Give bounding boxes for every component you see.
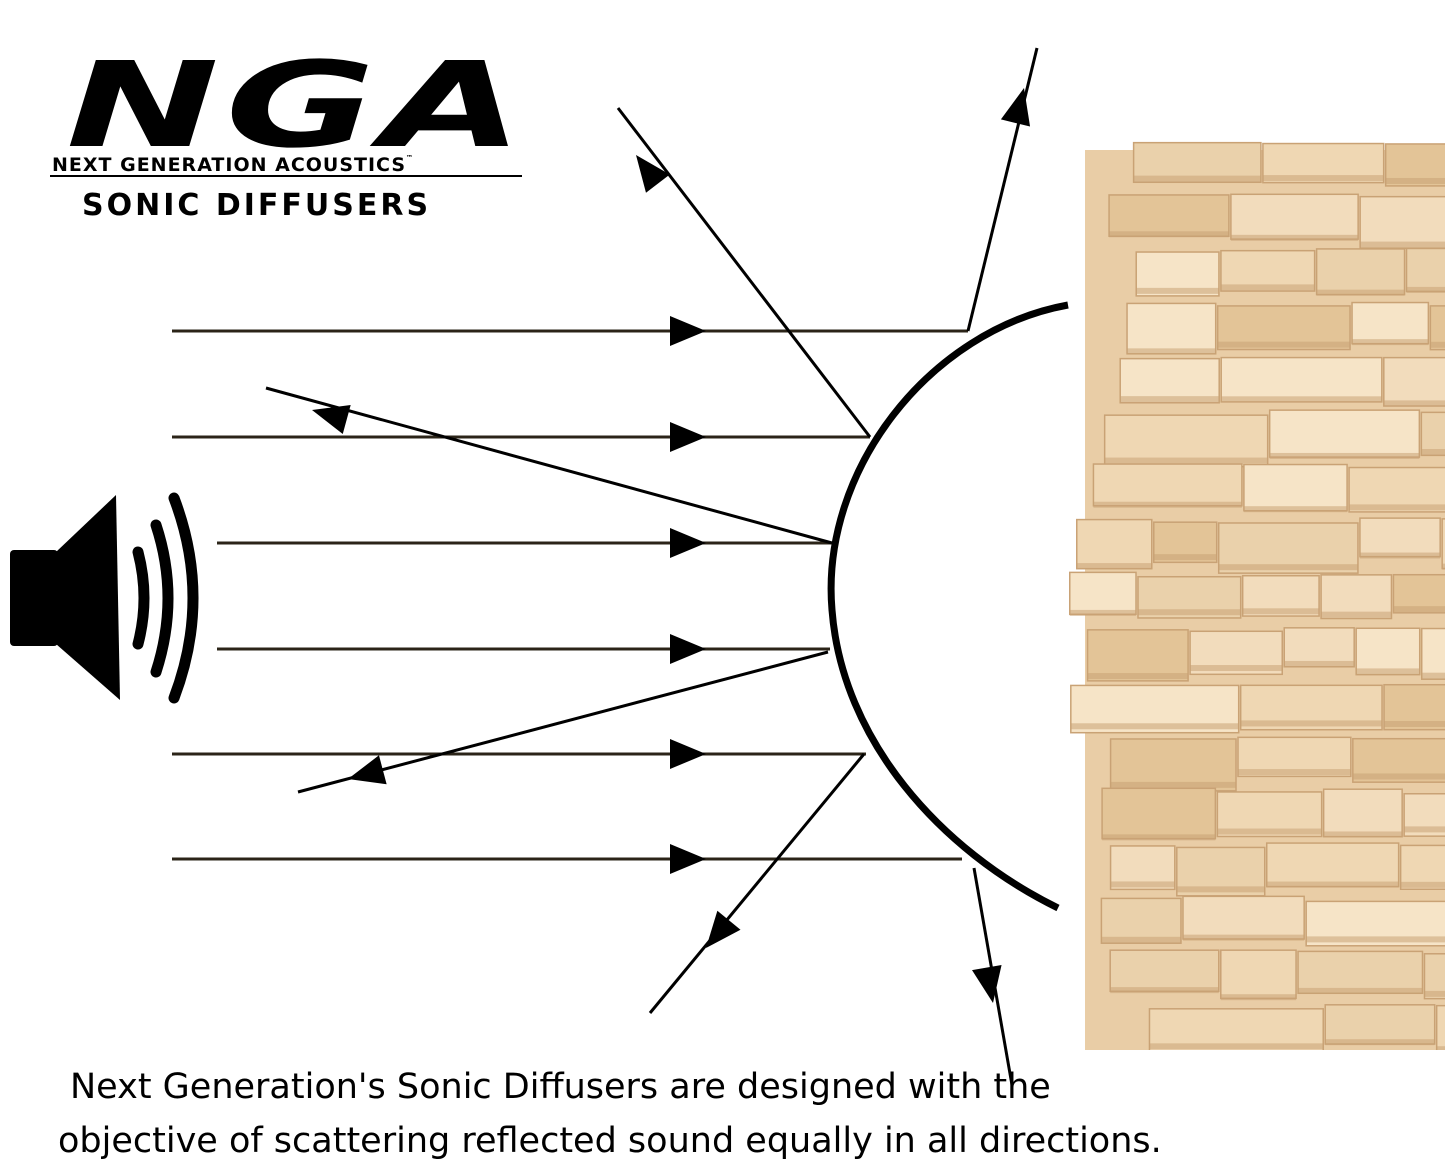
trademark-symbol: ™: [406, 154, 415, 162]
wood-block: [1429, 305, 1445, 351]
wood-block: [1423, 953, 1445, 1000]
wood-block: [1109, 949, 1220, 993]
wood-block: [1108, 194, 1230, 237]
wood-block: [1101, 787, 1217, 840]
wood-block: [1220, 249, 1316, 292]
wood-block: [1268, 409, 1421, 458]
wood-block: [1069, 571, 1137, 616]
wood-block: [1322, 788, 1403, 838]
reflected-arrowhead: [312, 405, 351, 434]
wood-block: [1441, 518, 1445, 570]
wood-block: [1324, 1004, 1436, 1045]
incident-arrowhead: [670, 528, 706, 558]
speaker-icon: [10, 495, 120, 700]
wooden-diffuser-panel: [831, 0, 1445, 1176]
wood-block: [1297, 950, 1424, 995]
incident-rays: [172, 316, 968, 874]
sound-waves-icon: [132, 492, 199, 704]
wood-block: [1230, 193, 1359, 240]
wood-block: [1383, 356, 1445, 407]
wood-block: [1126, 302, 1217, 355]
wood-block: [1420, 411, 1445, 457]
wood-block: [1100, 897, 1182, 944]
reflected-rays: [265, 47, 1039, 1086]
wood-block: [1359, 517, 1441, 558]
reflected-arrowhead: [636, 155, 670, 193]
wood-block: [1420, 627, 1445, 680]
logo-divider: [50, 175, 522, 177]
reflected-ray: [265, 386, 833, 545]
wood-block: [1351, 301, 1430, 345]
logo-tagline-text: NEXT GENERATION ACOUSTICS: [52, 154, 407, 176]
wood-block: [1119, 357, 1220, 404]
wood-block: [1355, 627, 1421, 676]
reflected-ray: [297, 650, 829, 794]
wood-block: [1283, 627, 1355, 668]
logo-mark: NGA: [66, 36, 530, 174]
wood-block: [1315, 248, 1406, 296]
reflected-arrowhead: [706, 910, 741, 948]
wood-block: [1182, 895, 1305, 940]
incident-arrowhead: [670, 634, 706, 664]
reflected-ray: [966, 47, 1039, 332]
wood-block: [1092, 463, 1243, 507]
reflected-arrowhead: [972, 964, 1002, 1003]
reflected-ray: [648, 753, 866, 1014]
caption-line-1: Next Generation's Sonic Diffusers are de…: [70, 1067, 1051, 1107]
wood-block: [1265, 842, 1400, 888]
wood-block: [1220, 356, 1383, 403]
logo-tagline: NEXT GENERATION ACOUSTICS™: [52, 154, 414, 176]
wood-block: [1320, 574, 1393, 620]
wood-block: [1086, 629, 1189, 682]
wood-block: [1435, 1004, 1445, 1053]
brand-logo: NGA NEXT GENERATION ACOUSTICS™ SONIC DIF…: [48, 46, 528, 232]
reflected-arrowhead: [348, 755, 387, 785]
wood-block: [1243, 463, 1348, 512]
incident-arrowhead: [670, 844, 706, 874]
incident-arrowhead: [670, 316, 706, 346]
wood-block: [1405, 247, 1445, 293]
logo-product-name: SONIC DIFFUSERS: [82, 188, 432, 223]
wood-block: [1359, 195, 1445, 249]
diffuser-curve: [827, 301, 1069, 912]
reflected-arrowhead: [1000, 88, 1031, 127]
incident-arrowhead: [670, 422, 706, 452]
wood-block: [1076, 518, 1153, 570]
caption-line-2: objective of scattering reflected sound …: [58, 1121, 1162, 1161]
wood-block: [1220, 949, 1297, 1000]
incident-arrowhead: [670, 739, 706, 769]
reflected-ray: [616, 107, 872, 438]
